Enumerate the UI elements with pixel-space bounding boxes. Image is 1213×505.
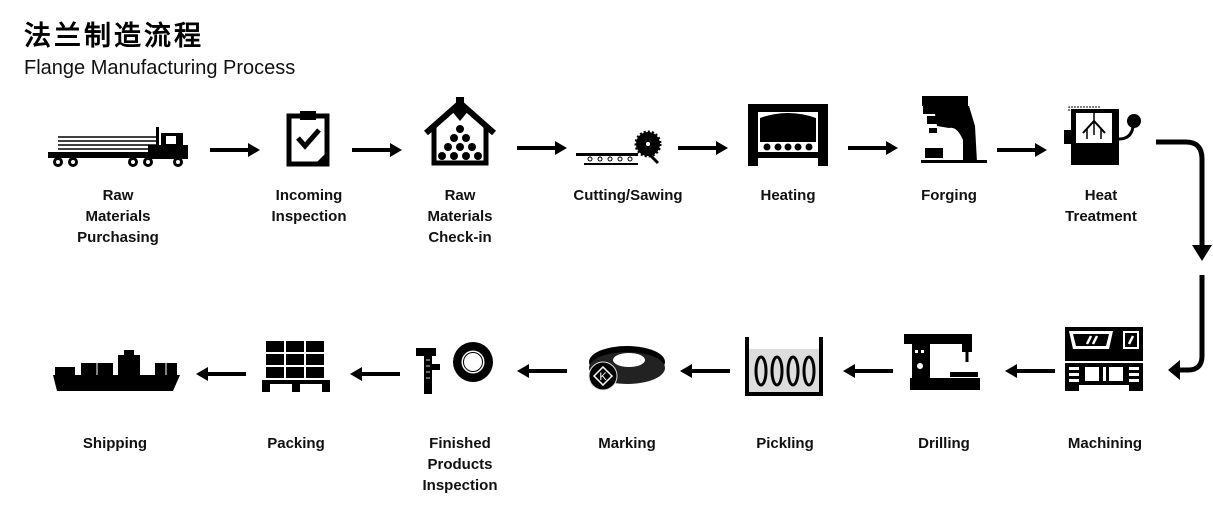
drill-press-icon [904,334,980,390]
step-label: Heating [760,187,816,204]
step-label: Heat Treatment [1065,187,1137,225]
pallet-icon [262,341,330,392]
clipboard-check-icon [286,111,330,167]
arrow-right-icon [678,141,728,155]
step-label: Incoming Inspection [271,187,347,225]
cnc-machine-icon [1065,327,1143,391]
truck-icon [48,127,188,167]
step-label: Cutting/Sawing [573,187,683,204]
step-label: Raw Materials Check-in [427,187,493,246]
curved-arrow-down-icon [1156,139,1212,261]
forging-press-icon [921,96,987,163]
furnace-icon [748,104,828,166]
svg-text:K: K [599,371,607,383]
step-label: Machining [1067,435,1143,452]
arrow-left-icon [843,364,893,378]
title-english: Flange Manufacturing Process [24,57,296,79]
cargo-ship-icon [53,350,180,391]
title-chinese: 法兰制造流程 [24,21,204,52]
arrow-left-icon [350,367,400,381]
warehouse-icon [424,97,496,166]
pickling-tank-icon [745,337,823,396]
step-label: Finished Products Inspection [422,435,498,494]
step-label: Shipping [82,435,148,452]
arrow-right-icon [997,143,1047,157]
arrow-left-icon [680,364,730,378]
step-label: Marking [598,435,656,452]
caliper-flange-icon [416,342,493,394]
step-label: Forging [921,187,977,204]
arrow-left-icon [517,364,567,378]
arrow-left-icon [196,367,246,381]
step-label: Drilling [918,435,970,452]
arrow-right-icon [210,143,260,157]
curved-arrow-left-icon [1168,275,1205,380]
step-label: Packing [267,435,325,452]
arrow-right-icon [517,141,567,155]
heat-treatment-furnace-icon [1064,106,1141,165]
arrow-right-icon [848,141,898,155]
step-label: Raw Materials Purchasing [77,187,159,246]
saw-icon [576,130,662,165]
arrow-right-icon [352,143,402,157]
arrow-left-icon [1005,364,1055,378]
flange-marking-icon: K [588,346,665,391]
step-label: Pickling [756,435,814,452]
